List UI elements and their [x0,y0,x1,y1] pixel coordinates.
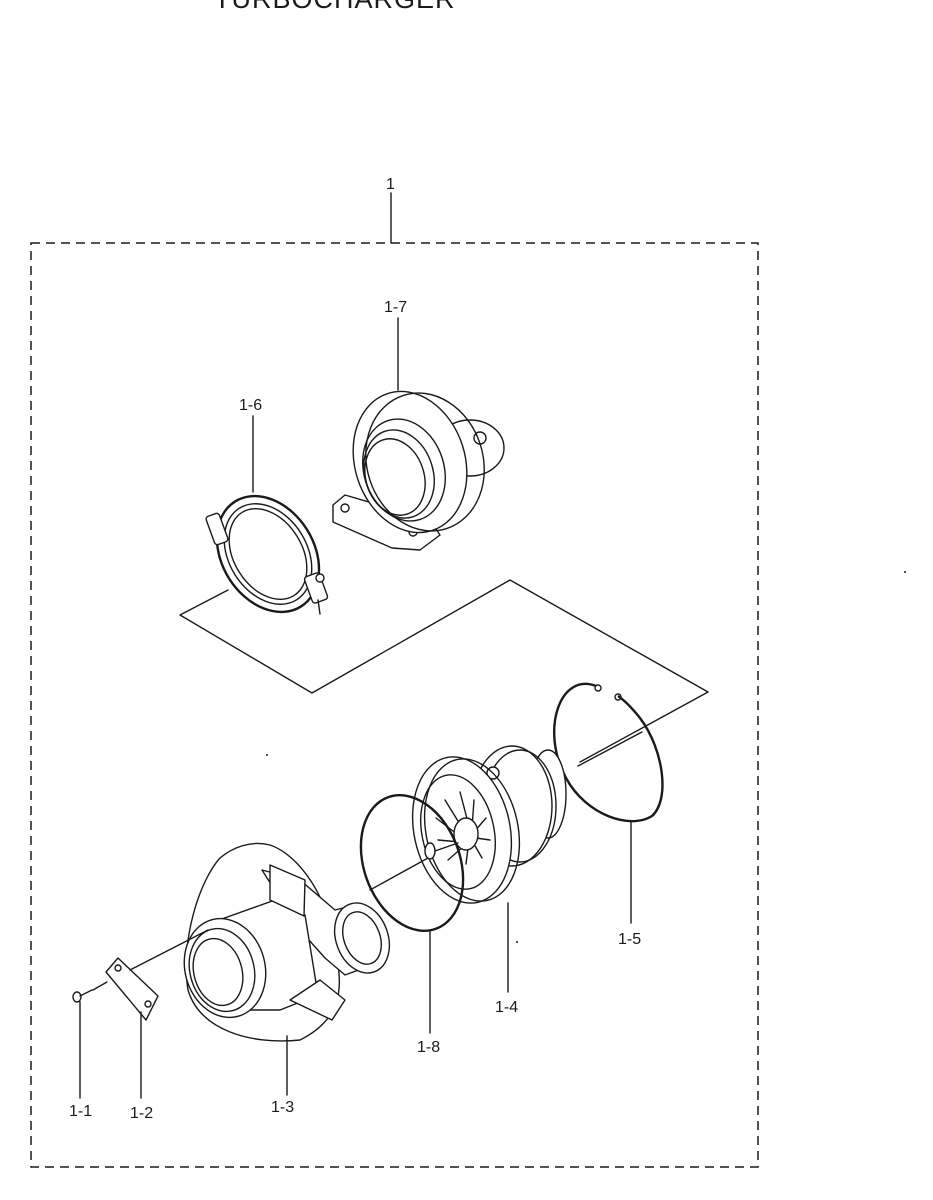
reference-plane [179,579,709,763]
speck [516,941,518,943]
turbine-housing-part [183,842,391,1042]
screw-part [72,989,93,1003]
label-clamp: 1-6 [239,397,262,414]
snap-ring-part [552,682,664,823]
label-cartridge: 1-4 [495,999,518,1016]
compressor-wheel [424,791,491,865]
label-turbine-housing: 1-3 [271,1099,294,1116]
speck [266,754,268,756]
label-assembly: 1 [386,176,395,193]
label-o-ring: 1-8 [417,1039,440,1056]
cartridge-part [411,745,567,904]
label-snap-ring: 1-5 [618,931,641,948]
plate-part [105,957,159,1021]
page-title: TURBOCHARGER [214,0,456,13]
speck [904,571,906,573]
label-screw: 1-1 [69,1103,92,1120]
o-ring-part [359,794,465,932]
alignment-lines [92,731,643,991]
assembly-boundary [30,242,759,1168]
label-compressor-housing: 1-7 [384,299,407,316]
leader-lines [79,192,632,1099]
label-plate: 1-2 [130,1105,153,1122]
compressor-housing-part [332,390,505,551]
v-band-clamp-part [205,494,329,615]
